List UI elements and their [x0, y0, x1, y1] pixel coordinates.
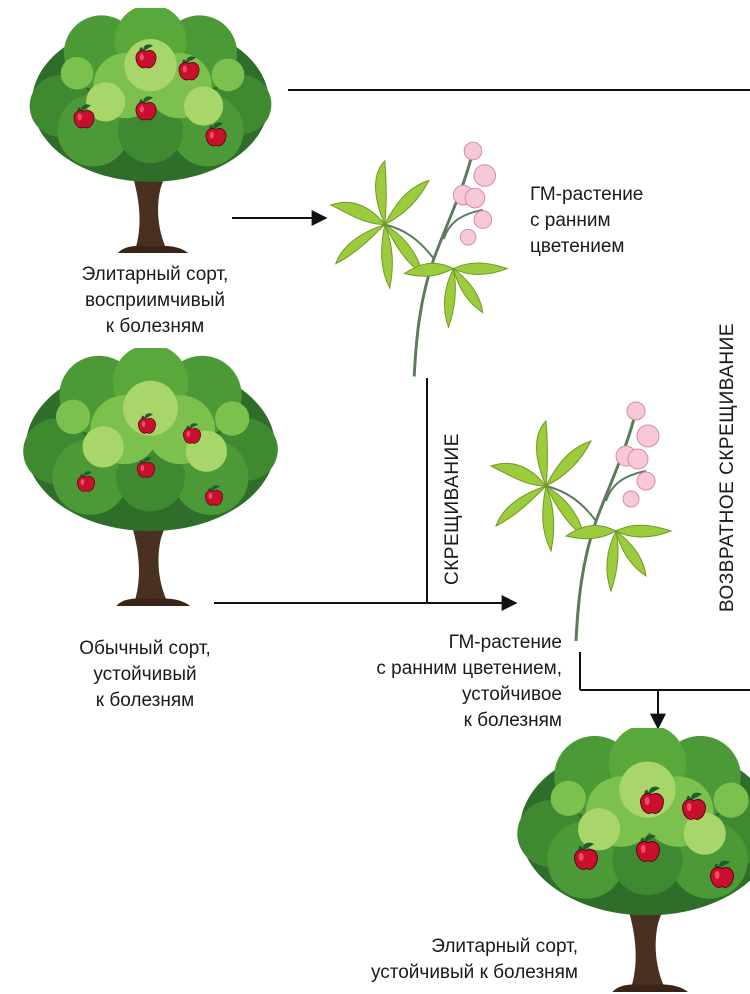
- apple-tree-icon: [30, 5, 272, 253]
- crossing-label: СКРЕЩИВАНИЕ: [442, 433, 464, 585]
- elite-resistant-label: Элитарный сорт, устойчивый к болезням: [260, 934, 578, 986]
- flowering-plant-icon: [491, 402, 671, 641]
- elite-susceptible-label: Элитарный сорт, восприимчивый к болезням: [40, 262, 270, 340]
- apple-tree-icon: [23, 345, 278, 606]
- backcrossing-label: ВОЗВРАТНОЕ СКРЕЩИВАНИЕ: [717, 323, 739, 612]
- common-resistant-label: Обычный сорт, устойчивый к болезням: [30, 636, 260, 714]
- gm-early-label: ГМ-растение с ранним цветением: [530, 182, 700, 260]
- gm-early-resistant-label: ГМ-растение с ранним цветением, устойчив…: [300, 630, 562, 734]
- flowering-plant-icon: [331, 142, 507, 376]
